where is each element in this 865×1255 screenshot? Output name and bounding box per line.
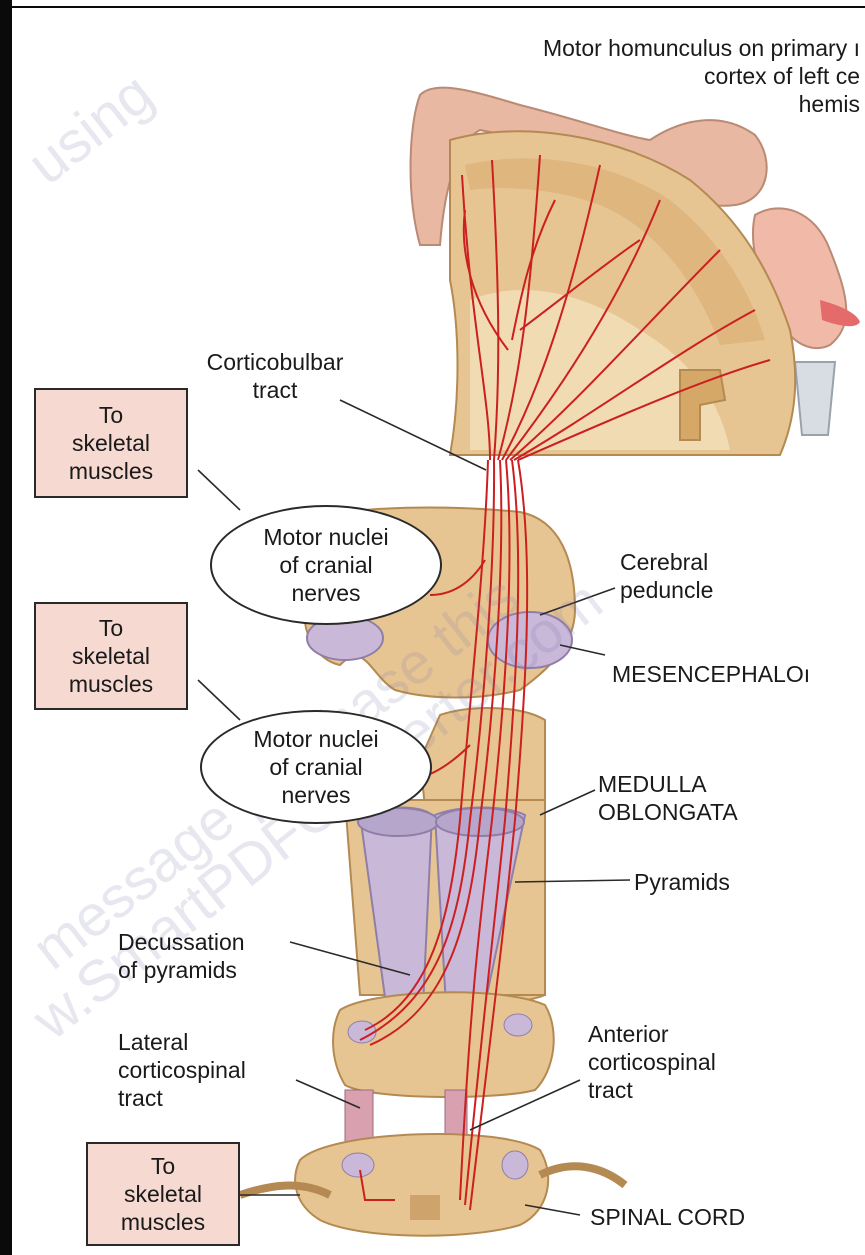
spinal-other-tract bbox=[502, 1151, 528, 1179]
label-pyramids: Pyramids bbox=[634, 868, 730, 896]
spinal-gray-matter bbox=[410, 1195, 440, 1220]
box-skeletal-muscles-3: To skeletal muscles bbox=[86, 1142, 240, 1246]
oval-motor-nuclei-lower: Motor nuclei of cranial nerves bbox=[200, 710, 432, 824]
box-skeletal-muscles-1: To skeletal muscles bbox=[34, 388, 188, 498]
label-lateral-corticospinal: Lateral corticospinal tract bbox=[118, 1028, 246, 1112]
oval-motor-nuclei-upper: Motor nuclei of cranial nerves bbox=[210, 505, 442, 625]
label-motor-homunculus: Motor homunculus on primary ı cortex of … bbox=[420, 34, 860, 118]
decussation-section bbox=[333, 992, 554, 1097]
spinal-lateral-tract bbox=[342, 1153, 374, 1177]
label-cerebral-peduncle: Cerebral peduncle bbox=[620, 548, 713, 604]
decussation-tract-right bbox=[504, 1014, 532, 1036]
label-medulla-oblongata: MEDULLA OBLONGATA bbox=[598, 770, 738, 826]
label-decussation: Decussation of pyramids bbox=[118, 928, 245, 984]
label-mesencephalon: MESENCEPHALOı bbox=[612, 660, 810, 688]
label-spinal-cord: SPINAL CORD bbox=[590, 1203, 745, 1231]
box-skeletal-muscles-2: To skeletal muscles bbox=[34, 602, 188, 710]
label-corticobulbar-tract: Corticobulbar tract bbox=[200, 348, 350, 404]
larynx bbox=[795, 362, 835, 435]
spinal-cord-section bbox=[295, 1134, 548, 1236]
spinal-nerve-left bbox=[240, 1186, 330, 1195]
spinal-nerve-right bbox=[540, 1166, 625, 1185]
label-anterior-corticospinal: Anterior corticospinal tract bbox=[588, 1020, 716, 1104]
